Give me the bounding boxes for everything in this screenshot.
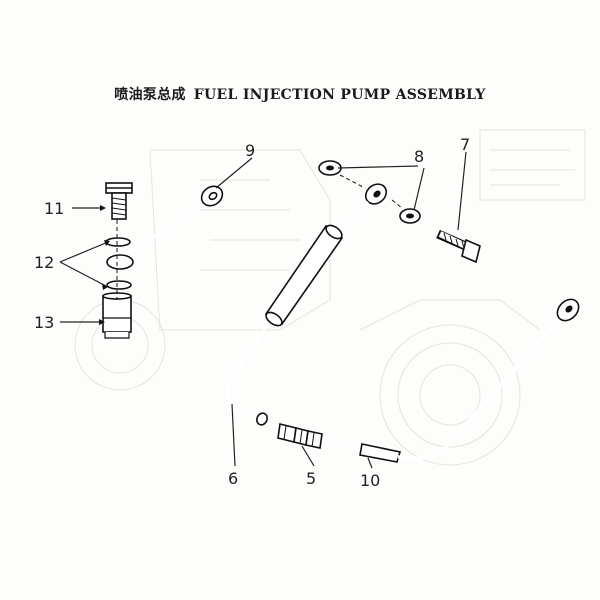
part-5-union-fitting [277,423,323,449]
callout-10: 10 [360,471,380,490]
part-12-sealing-washers [105,237,134,290]
part-13-valve-holder [102,292,132,339]
callout-5: 5 [306,469,316,488]
diagram-title: 喷油泵总成 FUEL INJECTION PUMP ASSEMBLY [0,84,600,104]
callout-11: 11 [44,199,64,218]
callout-13: 13 [34,313,54,332]
callout-6: 6 [228,469,238,488]
part-6-fuel-pipe [224,183,388,426]
part-7-bolt [436,229,481,264]
background-ghost-drawing [74,129,586,466]
callout-12: 12 [34,253,54,272]
leader-lines [59,151,467,469]
part-9-injector-pipe [118,185,224,260]
callout-9: 9 [245,141,255,160]
callout-8: 8 [414,147,424,166]
part-8-washers [318,160,421,224]
part-10-return-pipe [321,298,580,463]
part-11-banjo-bolt [105,182,133,220]
title-english: FUEL INJECTION PUMP ASSEMBLY [193,87,486,103]
title-chinese: 喷油泵总成 [114,87,186,103]
alignment-axis-washers [339,174,403,209]
callout-7: 7 [460,135,470,154]
